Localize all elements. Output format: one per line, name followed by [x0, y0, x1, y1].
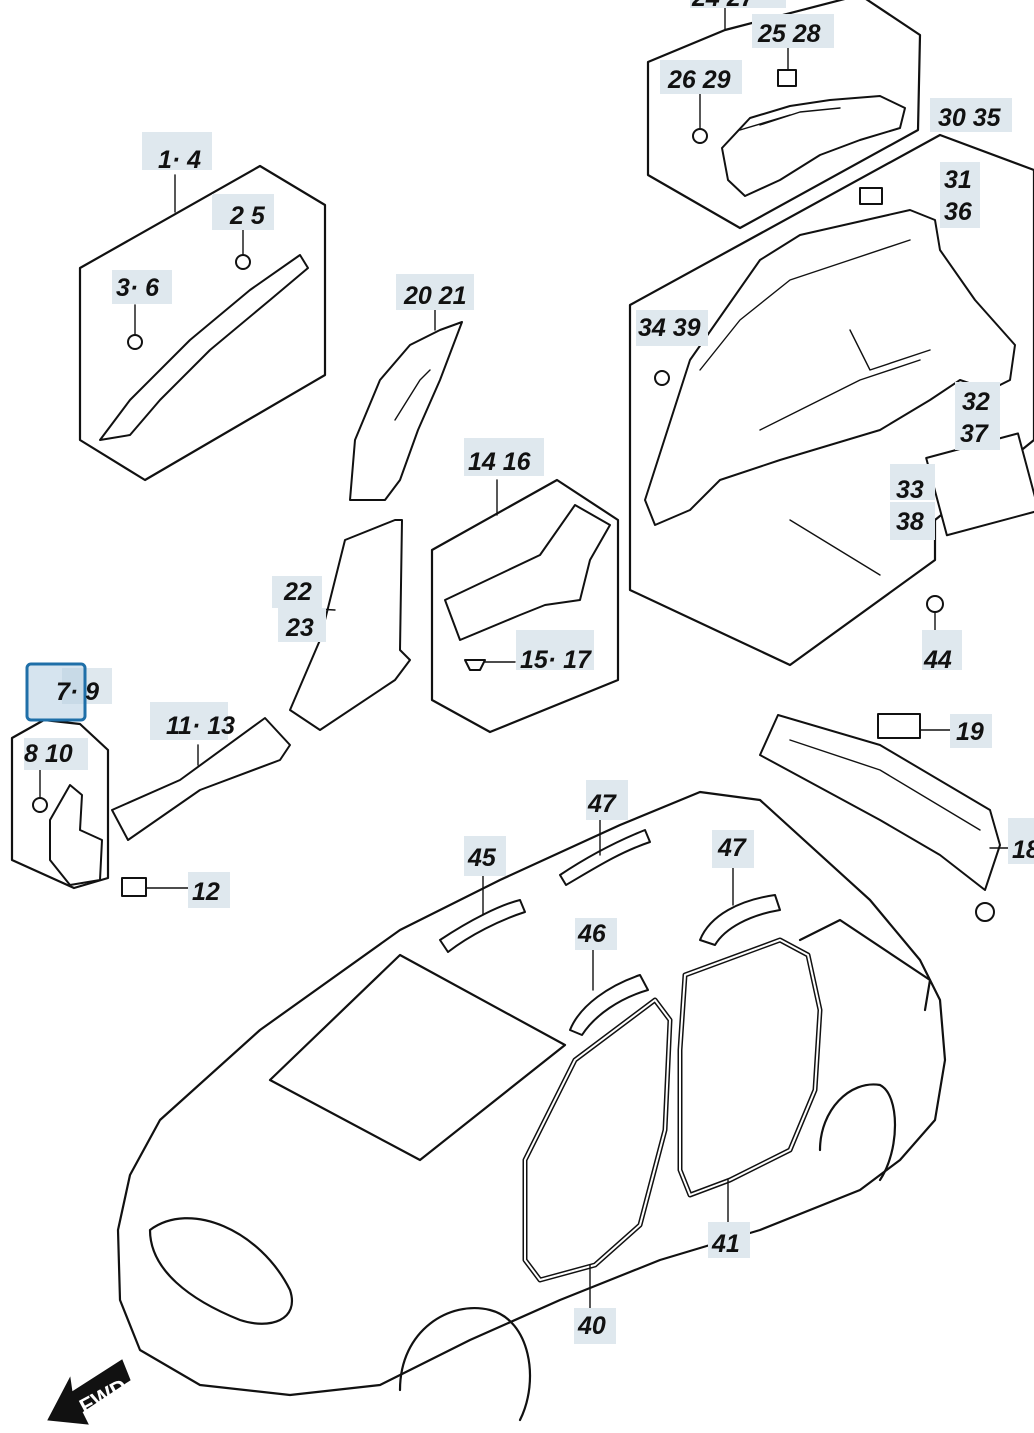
screw-34[interactable]	[654, 370, 670, 386]
callout-12[interactable]: 12	[192, 878, 220, 906]
center-pillar-parts	[289, 309, 463, 731]
lower-center-pillar-trim[interactable]	[289, 519, 411, 731]
screw-3[interactable]	[127, 334, 143, 350]
callout-8-10[interactable]: 8 10	[24, 740, 73, 768]
vehicle-outline	[116, 790, 947, 1422]
rear-door-weatherstrip[interactable]	[677, 937, 823, 1198]
callout-47-lower[interactable]: 47	[717, 834, 747, 862]
callout-47-upper[interactable]: 47	[587, 790, 617, 818]
callout-19[interactable]: 19	[956, 718, 984, 746]
callout-20-21[interactable]: 20 21	[403, 282, 467, 310]
callout-14-16[interactable]: 14 16	[468, 448, 532, 476]
assist-grip-47b[interactable]	[699, 894, 781, 946]
callout-32[interactable]: 32	[962, 388, 990, 416]
callout-22[interactable]: 22	[283, 578, 312, 606]
clip-18[interactable]	[975, 902, 995, 922]
front-pillar-trim[interactable]	[99, 254, 309, 441]
clip-12[interactable]	[121, 877, 147, 897]
callouts: 24 27 25 28 26 29 30 35 31 36 1· 4 2 5 3…	[24, 0, 1034, 1344]
callout-44[interactable]: 44	[923, 646, 952, 674]
rear-scuff-plate[interactable]	[444, 504, 611, 641]
callout-36[interactable]: 36	[944, 198, 973, 226]
assist-grip-45[interactable]	[439, 899, 526, 953]
callout-41[interactable]: 41	[711, 1230, 740, 1258]
callout-11-13[interactable]: 11· 13	[166, 712, 235, 740]
clip-31[interactable]	[859, 187, 883, 205]
callout-3-6[interactable]: 3· 6	[116, 274, 160, 302]
upper-center-pillar-trim[interactable]	[349, 321, 463, 501]
front-scuff-and-kick	[10, 717, 291, 897]
callout-18[interactable]: 18	[1012, 836, 1034, 864]
callout-37[interactable]: 37	[960, 420, 989, 448]
assist-grip-47a[interactable]	[559, 829, 651, 886]
screw-26[interactable]	[692, 128, 708, 144]
callout-34-39[interactable]: 34 39	[638, 314, 701, 342]
clip-28[interactable]	[777, 69, 797, 87]
callout-23[interactable]: 23	[285, 614, 314, 642]
callout-2-5[interactable]: 2 5	[229, 202, 266, 230]
front-scuff-plate[interactable]	[111, 717, 291, 841]
callout-25-28[interactable]: 25 28	[757, 20, 821, 48]
fwd-arrow: FWD	[47, 1359, 131, 1425]
kick-panel[interactable]	[49, 784, 103, 886]
clip-15[interactable]	[464, 659, 486, 671]
screw-8[interactable]	[32, 797, 48, 813]
callout-40[interactable]: 40	[577, 1312, 606, 1340]
rear-upper-trim-group	[646, 0, 922, 230]
screw-2[interactable]	[235, 254, 251, 270]
scuff-plate-group	[430, 478, 620, 734]
callout-30-35[interactable]: 30 35	[938, 104, 1002, 132]
front-pillar-group	[78, 164, 327, 482]
callout-24-27[interactable]: 24 27	[691, 0, 756, 12]
clip-19[interactable]	[877, 713, 921, 739]
assist-grip-46[interactable]	[569, 974, 649, 1036]
selected-callout-highlight[interactable]	[25, 662, 87, 722]
rear-sill-parts	[759, 713, 1031, 922]
callout-1-4[interactable]: 1· 4	[158, 146, 201, 174]
bolt-44[interactable]	[926, 595, 944, 613]
callout-15-17[interactable]: 15· 17	[520, 646, 592, 674]
callout-33[interactable]: 33	[896, 476, 924, 504]
callout-38[interactable]: 38	[896, 508, 924, 536]
callout-46[interactable]: 46	[577, 920, 607, 948]
callout-31[interactable]: 31	[944, 166, 972, 194]
callout-7-9[interactable]: 7· 9	[56, 678, 99, 706]
callout-26-29[interactable]: 26 29	[667, 66, 731, 94]
rear-end-sill-plate[interactable]	[759, 714, 1001, 891]
callout-45[interactable]: 45	[467, 844, 497, 872]
